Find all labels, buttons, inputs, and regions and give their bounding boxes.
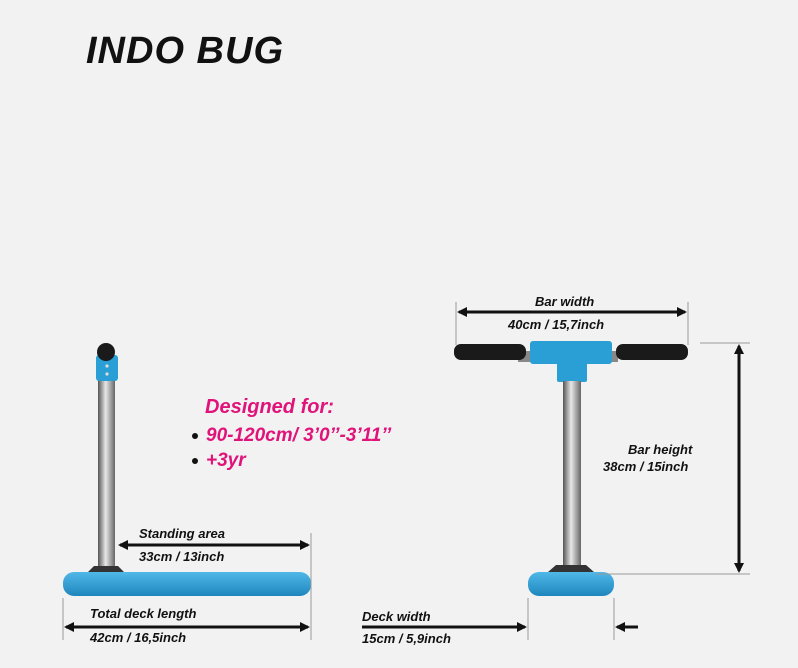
- bar-height-value: 38cm / 15inch: [603, 459, 689, 474]
- bullet-icon: [192, 458, 198, 464]
- side-pole: [98, 378, 115, 572]
- front-deck: [528, 572, 614, 596]
- height-range: 90-120cm/ 3’0’’-3’11’’: [206, 425, 392, 446]
- page-title: INDO BUG: [86, 30, 284, 72]
- front-view-scooter: [454, 341, 688, 596]
- designed-for-item: 90-120cm/ 3’0’’-3’11’’: [192, 425, 391, 447]
- side-clamp: [96, 355, 118, 381]
- deck-width-label: Deck width: [362, 609, 431, 624]
- right-grip: [616, 344, 688, 360]
- designed-for-item: +3yr: [192, 450, 246, 472]
- deck-length-label: Total deck length: [90, 606, 197, 621]
- t-bar-clamp: [530, 341, 612, 364]
- left-grip: [454, 344, 526, 360]
- bar-height-label: Bar height: [628, 442, 693, 457]
- designed-for-heading: Designed for:: [205, 396, 334, 418]
- deck-length-value: 42cm / 16,5inch: [90, 630, 187, 645]
- standing-area-value: 33cm / 13inch: [139, 549, 225, 564]
- bar-width-value: 40cm / 15,7inch: [508, 317, 605, 332]
- bar-width-label: Bar width: [535, 294, 595, 309]
- age-range: +3yr: [206, 450, 246, 471]
- deck-width-value: 15cm / 5,9inch: [362, 631, 451, 646]
- front-pole: [563, 381, 581, 569]
- side-deck: [63, 572, 311, 596]
- standing-area-label: Standing area: [139, 526, 225, 541]
- bullet-icon: [192, 433, 198, 439]
- side-view-scooter: [63, 343, 311, 596]
- side-grip-end: [97, 343, 115, 361]
